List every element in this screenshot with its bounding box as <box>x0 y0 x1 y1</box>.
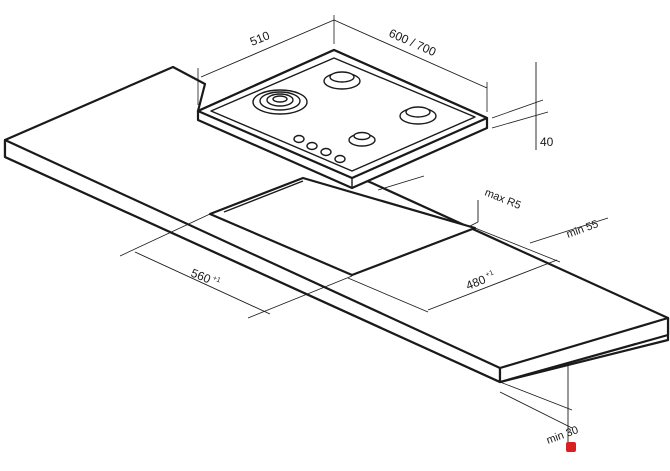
control-knobs <box>293 134 346 164</box>
burner-right <box>399 106 437 125</box>
label-cutout-width: 560 +1 <box>189 266 222 287</box>
watermark-text: teh.by <box>580 442 605 452</box>
watermark: teh.by <box>566 442 605 452</box>
label-rear-clearance: min 55 <box>565 218 600 241</box>
burner-rear <box>323 71 361 90</box>
cutout-width-value: 560 <box>189 266 213 287</box>
cutout-depth-tolerance: +1 <box>485 269 495 279</box>
dimension-lines <box>119 15 609 442</box>
burner-front <box>348 131 376 147</box>
gas-hob <box>196 48 489 190</box>
label-corner-radius: max R5 <box>483 187 523 212</box>
label-hob-height: 40 <box>540 135 554 149</box>
burner-wok <box>252 89 308 115</box>
label-hob-width: 600 / 700 <box>387 26 439 59</box>
cutout-width-tolerance: +1 <box>212 275 222 285</box>
label-hob-depth: 510 <box>248 28 272 49</box>
